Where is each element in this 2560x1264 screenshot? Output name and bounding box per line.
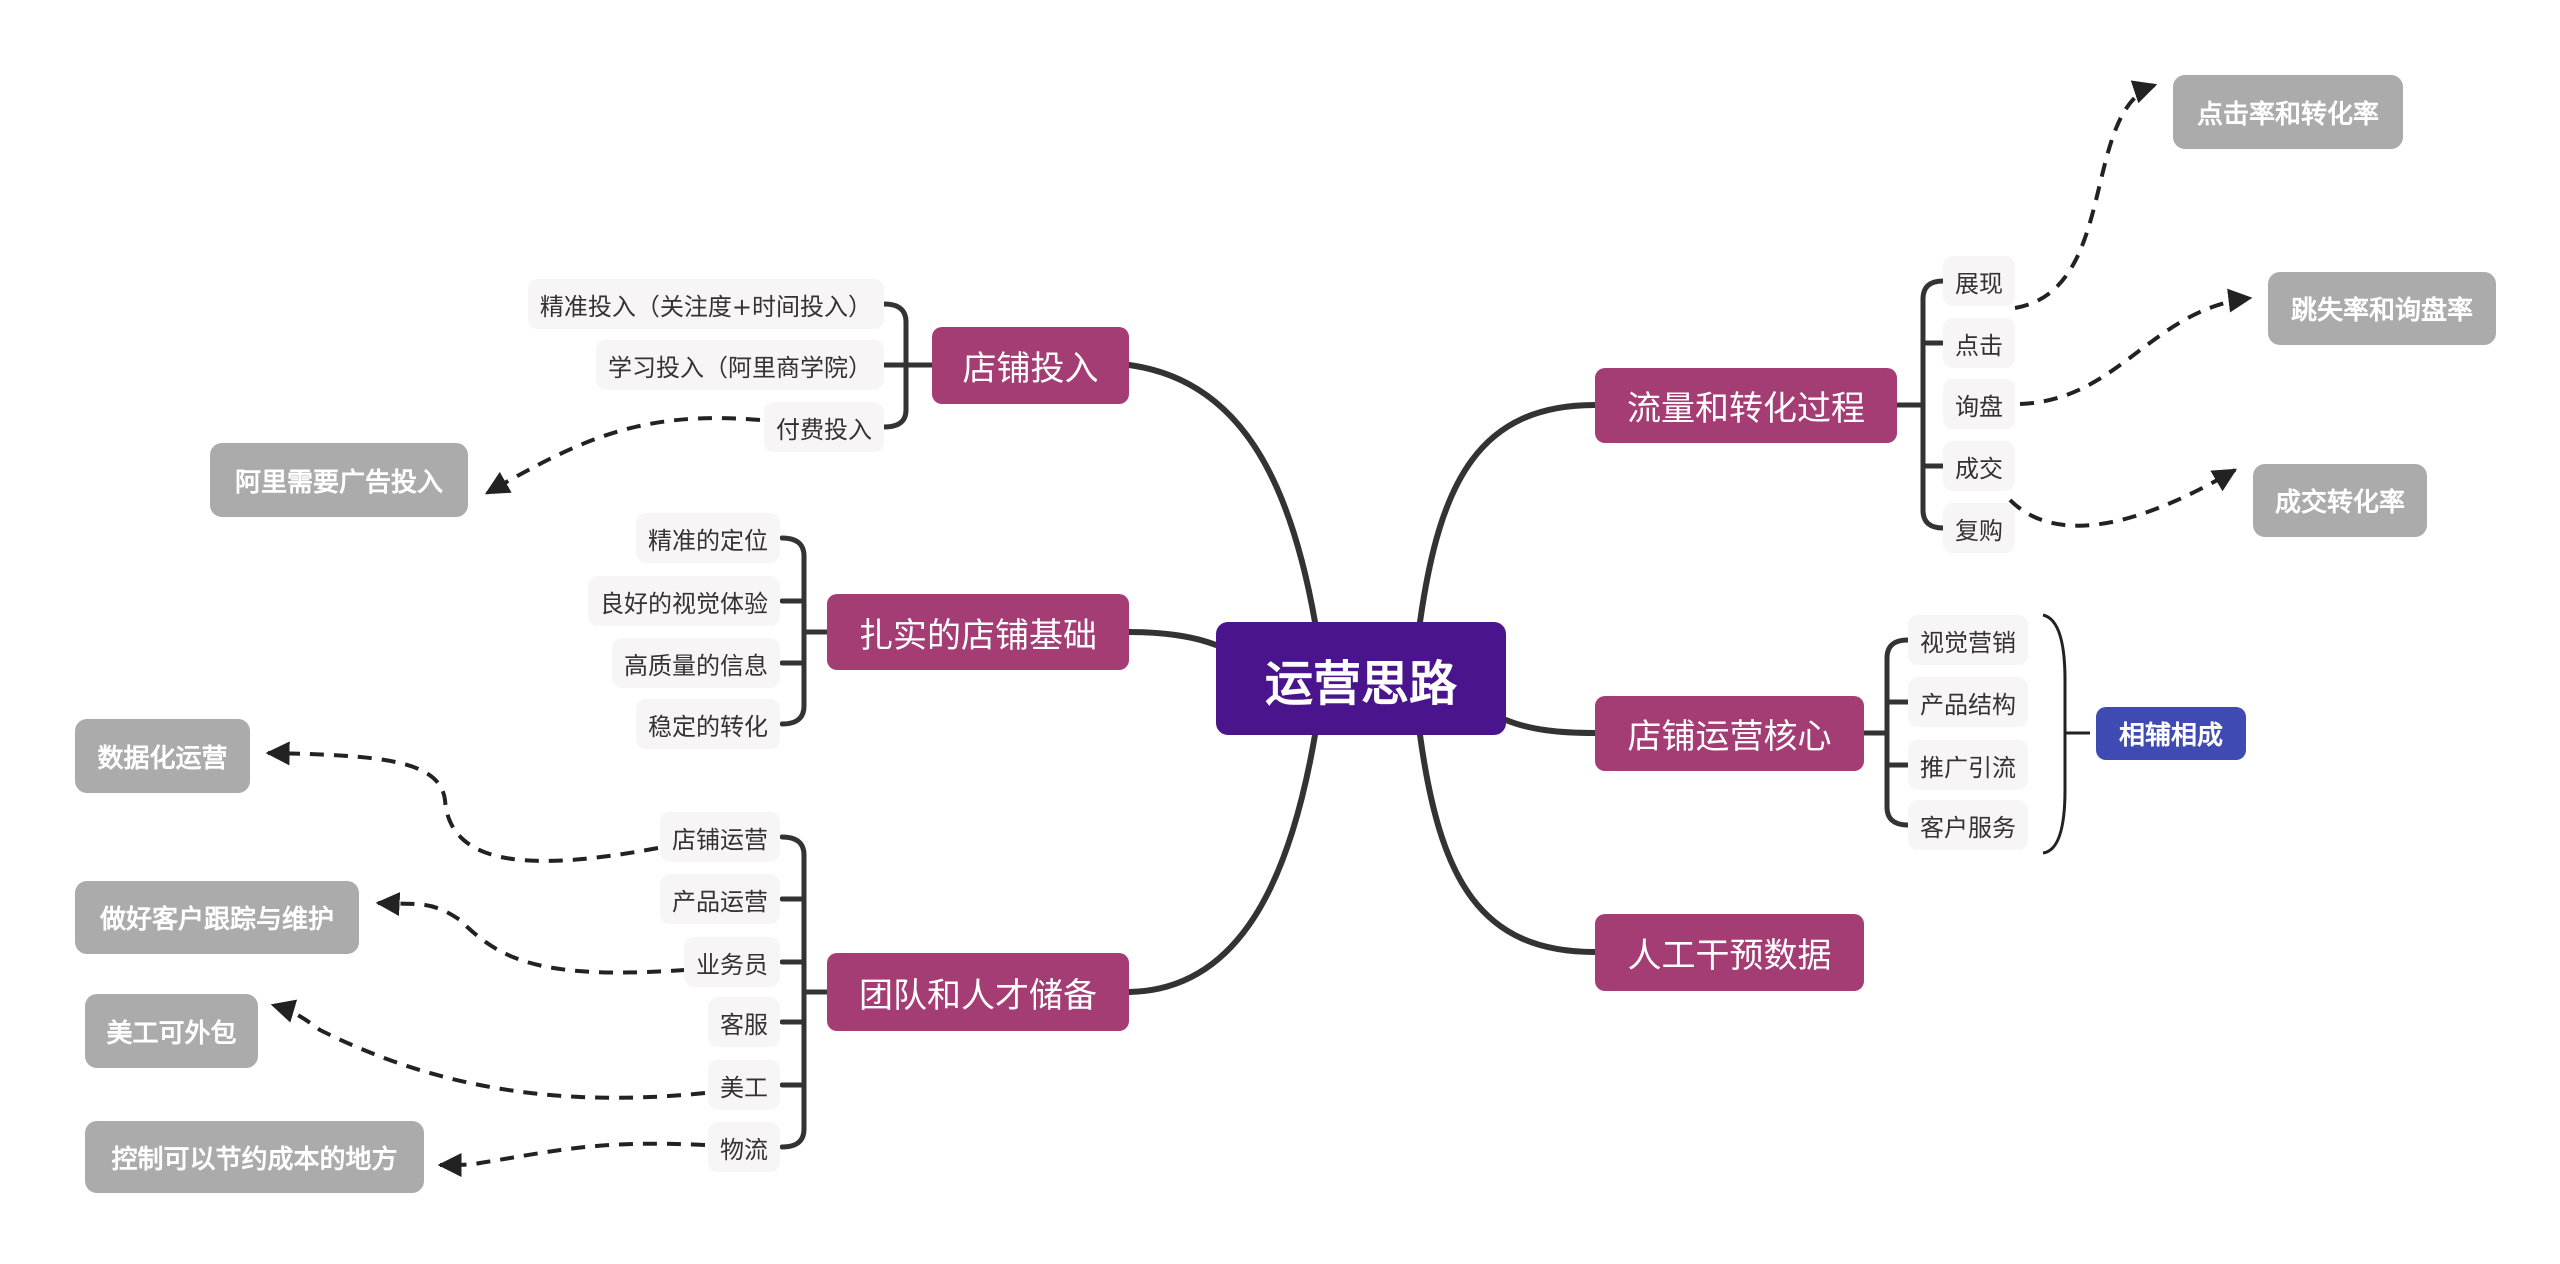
leaf-stable-conversion[interactable]: 稳定的转化 xyxy=(636,699,780,749)
summary-complement[interactable]: 相辅相成 xyxy=(2096,707,2246,760)
leaf-label: 稳定的转化 xyxy=(648,712,768,741)
bracket-team xyxy=(779,834,830,1150)
branch-label: 流量和转化过程 xyxy=(1627,389,1865,429)
branch-label: 团队和人才储备 xyxy=(859,975,1097,1016)
leaf-deal[interactable]: 成交 xyxy=(1943,441,2015,491)
leaf-customer-service[interactable]: 客服 xyxy=(708,997,780,1047)
callout-label: 控制可以节约成本的地方 xyxy=(111,1144,398,1175)
summary-brace xyxy=(2042,613,2090,855)
callout-ctr-conversion[interactable]: 点击率和转化率 xyxy=(2173,75,2403,149)
leaf-label: 精准的定位 xyxy=(648,526,768,555)
branch-label: 店铺投入 xyxy=(962,349,1099,389)
central-topic[interactable]: 运营思路 xyxy=(1216,622,1506,735)
link-store-investment xyxy=(1126,362,1318,625)
relation-sales-to-customer xyxy=(375,892,686,975)
callout-label: 美工可外包 xyxy=(106,1018,237,1049)
callout-label: 跳失率和询盘率 xyxy=(2290,296,2473,326)
relation-deal-to-conversion xyxy=(2008,468,2238,528)
callout-label: 做好客户跟踪与维护 xyxy=(99,905,334,935)
link-team xyxy=(1126,732,1318,995)
link-manual xyxy=(1417,732,1598,955)
leaf-label: 复购 xyxy=(1955,516,2003,545)
branch-core[interactable]: 店铺运营核心 xyxy=(1595,696,1864,771)
callout-label: 点击率和转化率 xyxy=(2196,99,2379,130)
branch-store-foundation[interactable]: 扎实的店铺基础 xyxy=(827,594,1129,670)
link-core xyxy=(1503,717,1598,736)
callout-label: 成交转化率 xyxy=(2274,488,2405,518)
branch-traffic[interactable]: 流量和转化过程 xyxy=(1595,368,1897,443)
summary-label: 相辅相成 xyxy=(2118,721,2223,751)
callout-data-ops[interactable]: 数据化运营 xyxy=(75,719,250,793)
bracket-store-investment xyxy=(881,301,935,430)
leaf-precise-positioning[interactable]: 精准的定位 xyxy=(636,513,780,563)
branch-label: 人工干预数据 xyxy=(1627,936,1832,976)
leaf-visual-marketing[interactable]: 视觉营销 xyxy=(1908,615,2028,665)
leaf-precise-investment[interactable]: 精准投入（关注度+时间投入） xyxy=(527,279,884,329)
callout-label: 阿里需要广告投入 xyxy=(234,467,443,498)
branch-label: 扎实的店铺基础 xyxy=(859,615,1097,656)
leaf-label: 学习投入（阿里商学院） xyxy=(608,353,872,382)
leaf-label: 付费投入 xyxy=(776,415,872,444)
leaf-display[interactable]: 展现 xyxy=(1943,256,2015,306)
branch-manual-data[interactable]: 人工干预数据 xyxy=(1595,914,1864,991)
leaf-label: 业务员 xyxy=(696,950,768,979)
relation-artist-to-outsource xyxy=(270,999,706,1100)
leaf-quality-info[interactable]: 高质量的信息 xyxy=(612,638,780,688)
leaf-learning-investment[interactable]: 学习投入（阿里商学院） xyxy=(596,340,884,390)
leaf-click[interactable]: 点击 xyxy=(1943,318,2015,368)
leaf-label: 高质量的信息 xyxy=(624,651,768,680)
leaf-label: 精准投入（关注度+时间投入） xyxy=(539,292,872,321)
leaf-salesperson[interactable]: 业务员 xyxy=(684,937,780,987)
leaf-label: 客服 xyxy=(720,1010,768,1039)
link-traffic xyxy=(1417,402,1598,625)
leaf-label: 物流 xyxy=(720,1135,768,1164)
leaf-product-structure[interactable]: 产品结构 xyxy=(1908,677,2028,727)
callout-label: 数据化运营 xyxy=(97,743,228,774)
bracket-core xyxy=(1861,637,1911,828)
bracket-traffic xyxy=(1894,278,1946,531)
leaf-inquiry[interactable]: 询盘 xyxy=(1943,379,2015,429)
callout-cost-saving[interactable]: 控制可以节约成本的地方 xyxy=(85,1121,424,1193)
leaf-repurchase[interactable]: 复购 xyxy=(1943,503,2015,553)
relation-display-to-ctr xyxy=(2014,80,2158,310)
leaf-label: 客户服务 xyxy=(1920,813,2016,842)
branch-team[interactable]: 团队和人才储备 xyxy=(827,953,1129,1031)
leaf-label: 视觉营销 xyxy=(1920,628,2016,657)
relation-logistics-to-cost xyxy=(437,1141,706,1177)
callout-bounce-inquiry[interactable]: 跳失率和询盘率 xyxy=(2268,272,2496,345)
leaf-label: 产品运营 xyxy=(672,887,768,916)
leaf-label: 展现 xyxy=(1955,269,2003,298)
leaf-label: 产品结构 xyxy=(1920,690,2016,719)
callout-artist-outsource[interactable]: 美工可外包 xyxy=(85,994,258,1068)
leaf-label: 推广引流 xyxy=(1920,753,2016,782)
relation-paid-to-ads xyxy=(484,416,761,495)
leaf-promotion[interactable]: 推广引流 xyxy=(1908,740,2028,790)
callout-ali-ads[interactable]: 阿里需要广告投入 xyxy=(210,443,468,517)
callout-customer-tracking[interactable]: 做好客户跟踪与维护 xyxy=(75,881,359,954)
leaf-logistics[interactable]: 物流 xyxy=(708,1122,780,1172)
leaf-label: 店铺运营 xyxy=(672,825,768,854)
callout-deal-conversion[interactable]: 成交转化率 xyxy=(2253,464,2427,537)
leaf-store-operation[interactable]: 店铺运营 xyxy=(660,812,780,862)
leaf-visual-experience[interactable]: 良好的视觉体验 xyxy=(588,576,780,626)
leaf-label: 询盘 xyxy=(1955,392,2003,421)
leaf-label: 美工 xyxy=(720,1073,768,1102)
leaf-label: 点击 xyxy=(1955,331,2003,360)
central-topic-label: 运营思路 xyxy=(1264,655,1457,712)
branch-label: 店铺运营核心 xyxy=(1627,717,1832,757)
leaf-customer-service-core[interactable]: 客户服务 xyxy=(1908,800,2028,850)
link-store-foundation xyxy=(1126,629,1219,648)
leaf-label: 良好的视觉体验 xyxy=(600,589,768,618)
bracket-store-foundation xyxy=(779,535,830,727)
leaf-product-operation[interactable]: 产品运营 xyxy=(660,874,780,924)
leaf-artist[interactable]: 美工 xyxy=(708,1060,780,1110)
leaf-paid-investment[interactable]: 付费投入 xyxy=(764,402,884,452)
relation-ops-to-data xyxy=(265,741,659,863)
relation-inquiry-to-bounce xyxy=(2019,288,2253,406)
leaf-label: 成交 xyxy=(1955,454,2003,483)
branch-store-investment[interactable]: 店铺投入 xyxy=(932,327,1129,404)
